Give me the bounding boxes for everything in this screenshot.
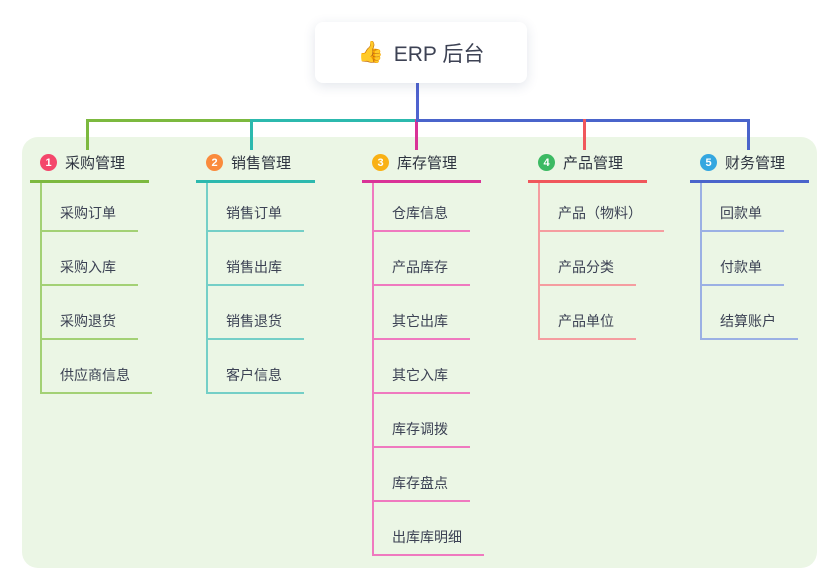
node-item[interactable]: 库存盘点 (374, 448, 470, 502)
node-item[interactable]: 采购订单 (42, 183, 138, 232)
connector-drop-branch1 (86, 119, 89, 150)
branch-children: 销售订单 销售出库 销售退货 客户信息 (206, 183, 315, 394)
mindmap-panel (22, 137, 817, 568)
node-item[interactable]: 销售订单 (208, 183, 304, 232)
badge-1: 1 (40, 154, 57, 171)
branch-header-sales[interactable]: 2 销售管理 (196, 148, 315, 183)
node-item[interactable]: 销售退货 (208, 286, 304, 340)
root-node-label: ERP 后台 (393, 42, 485, 66)
badge-5: 5 (700, 154, 717, 171)
connector-horizontal-branch2 (250, 119, 418, 122)
node-item[interactable]: 产品（物料） (540, 183, 664, 232)
connector-drop-branch4 (583, 119, 586, 150)
node-item[interactable]: 结算账户 (702, 286, 798, 340)
node-item[interactable]: 产品单位 (540, 286, 636, 340)
branch-finance: 5 财务管理 回款单 付款单 结算账户 (690, 148, 809, 340)
node-item[interactable]: 产品分类 (540, 232, 636, 286)
branch-title: 财务管理 (725, 155, 786, 172)
branch-header-finance[interactable]: 5 财务管理 (690, 148, 809, 183)
branch-header-product[interactable]: 4 产品管理 (528, 148, 647, 183)
branch-children: 仓库信息 产品库存 其它出库 其它入库 库存调拨 库存盘点 出库库明细 (372, 183, 484, 556)
connector-drop-branch2 (250, 119, 253, 150)
node-item[interactable]: 采购退货 (42, 286, 138, 340)
branch-sales: 2 销售管理 销售订单 销售出库 销售退货 客户信息 (196, 148, 315, 394)
branch-header-inventory[interactable]: 3 库存管理 (362, 148, 481, 183)
connector-drop-branch5 (747, 119, 750, 150)
node-item[interactable]: 客户信息 (208, 340, 304, 394)
node-item[interactable]: 其它出库 (374, 286, 470, 340)
root-node-erp[interactable]: 👍 ERP 后台 (315, 22, 527, 83)
branch-title: 销售管理 (231, 155, 292, 172)
branch-header-purchase[interactable]: 1 采购管理 (30, 148, 149, 183)
node-item[interactable]: 采购入库 (42, 232, 138, 286)
connector-root-stem (416, 82, 419, 122)
branch-inventory: 3 库存管理 仓库信息 产品库存 其它出库 其它入库 库存调拨 库存盘点 出库库… (362, 148, 484, 556)
node-item[interactable]: 其它入库 (374, 340, 470, 394)
branch-title: 库存管理 (397, 155, 458, 172)
badge-2: 2 (206, 154, 223, 171)
node-item[interactable]: 付款单 (702, 232, 784, 286)
node-item[interactable]: 库存调拨 (374, 394, 470, 448)
node-item[interactable]: 销售出库 (208, 232, 304, 286)
badge-4: 4 (538, 154, 555, 171)
node-item[interactable]: 出库库明细 (374, 502, 484, 556)
branch-title: 采购管理 (65, 155, 126, 172)
node-item[interactable]: 产品库存 (374, 232, 470, 286)
branch-children: 产品（物料） 产品分类 产品单位 (538, 183, 664, 340)
connector-drop-branch3 (415, 119, 418, 150)
branch-title: 产品管理 (563, 155, 624, 172)
branch-purchase: 1 采购管理 采购订单 采购入库 采购退货 供应商信息 (30, 148, 152, 394)
branch-product: 4 产品管理 产品（物料） 产品分类 产品单位 (528, 148, 664, 340)
node-item[interactable]: 仓库信息 (374, 183, 470, 232)
node-item[interactable]: 供应商信息 (42, 340, 152, 394)
badge-3: 3 (372, 154, 389, 171)
thumbs-up-icon: 👍 (357, 40, 384, 64)
branch-children: 回款单 付款单 结算账户 (700, 183, 809, 340)
node-item[interactable]: 回款单 (702, 183, 784, 232)
branch-children: 采购订单 采购入库 采购退货 供应商信息 (40, 183, 152, 394)
